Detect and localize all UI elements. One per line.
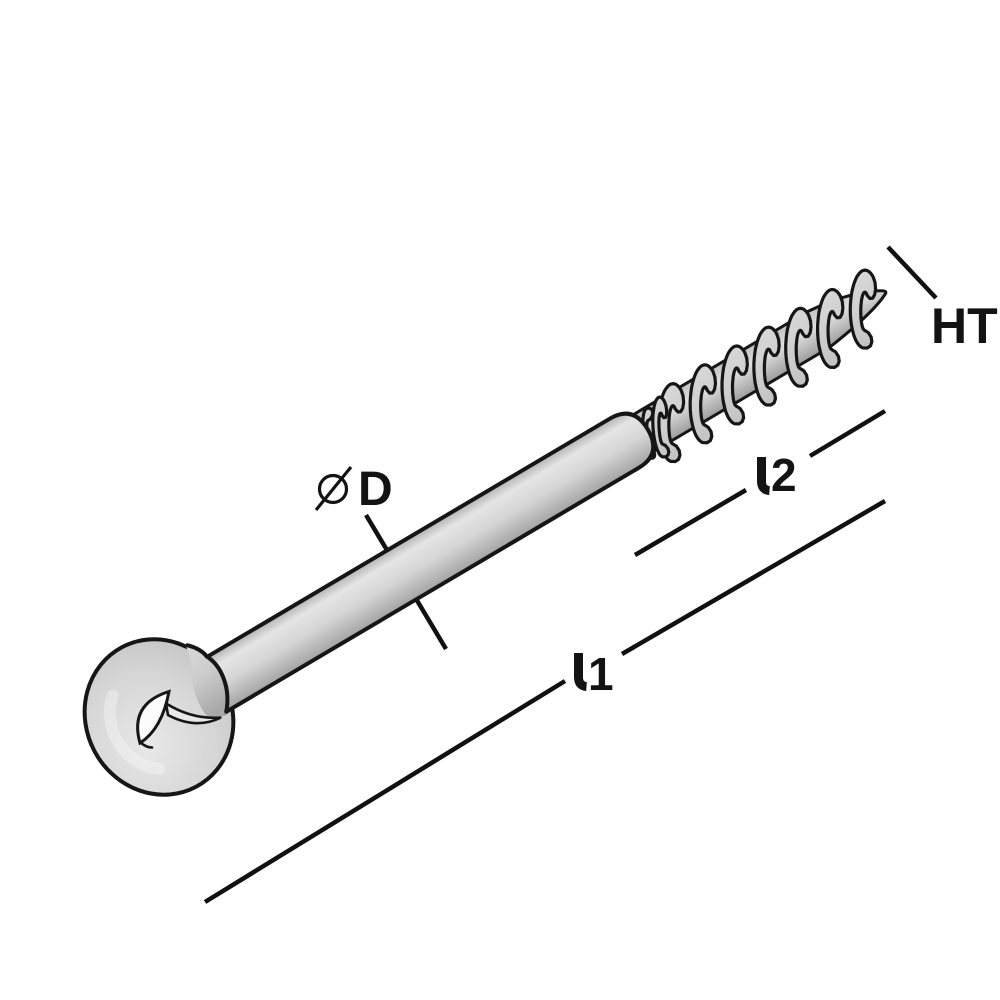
svg-text:D: D [358,463,393,516]
svg-text:1: 1 [588,648,614,700]
svg-text:2: 2 [771,449,797,501]
svg-text:HT: HT [931,298,998,354]
